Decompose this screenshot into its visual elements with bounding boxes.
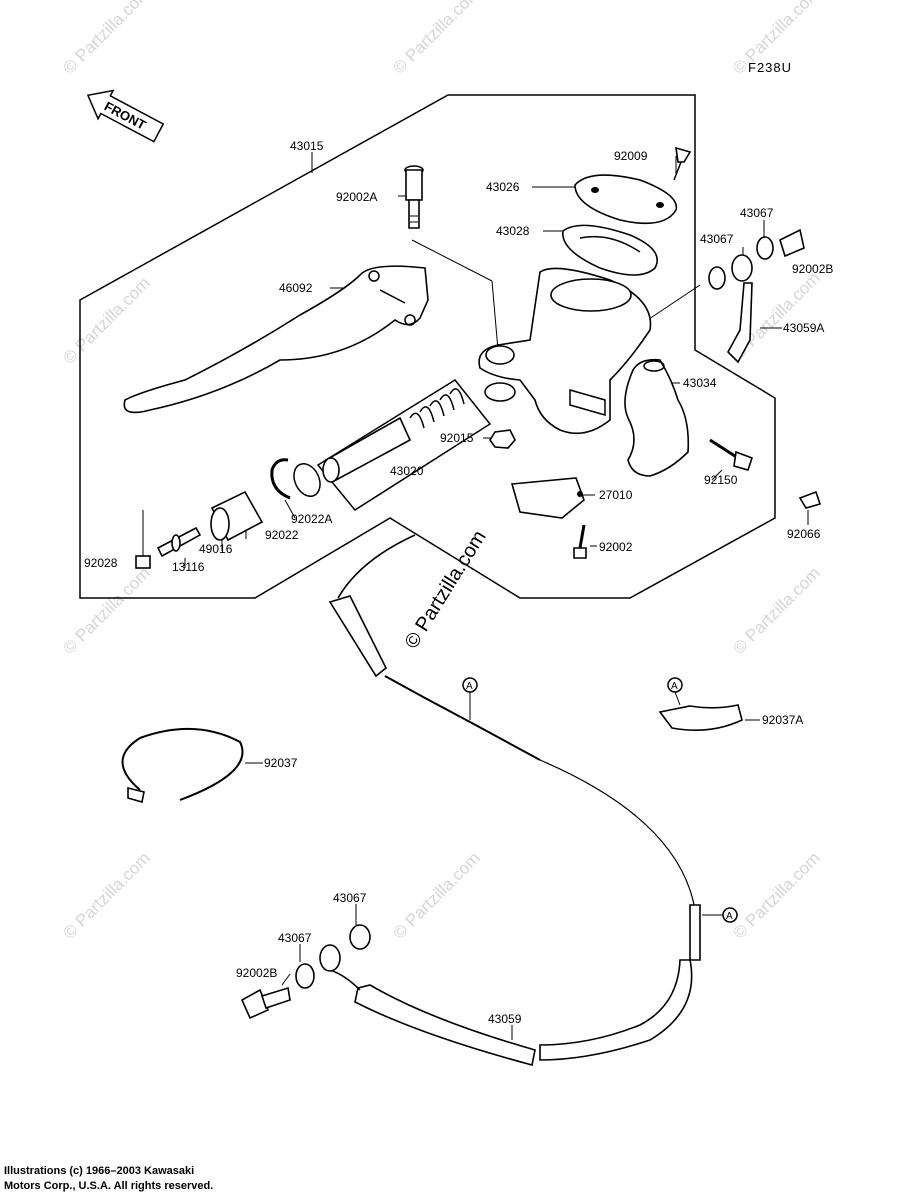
- label-92037A: 92037A: [762, 713, 803, 727]
- part-13116-push-rod: [156, 526, 202, 558]
- label-43034: 43034: [683, 376, 717, 390]
- front-direction-arrow: FRONT: [86, 89, 165, 143]
- label-46092: 46092: [279, 281, 313, 295]
- part-43026-reservoir-cap: [574, 174, 678, 225]
- part-clutch-cable: [328, 534, 701, 1066]
- part-labels: 43015 92009 43026 92002A 43028 43067 430…: [84, 139, 833, 1026]
- label-92037: 92037: [264, 756, 298, 770]
- label-92028: 92028: [84, 556, 118, 570]
- label-92022A: 92022A: [291, 512, 332, 526]
- callout-a: A: [671, 681, 678, 692]
- part-49016-dust-boot: [210, 490, 264, 542]
- part-92002A-pivot-bolt: [404, 165, 424, 229]
- watermark: © Partzilla.com: [389, 0, 483, 78]
- leader-lines: [142, 152, 809, 1040]
- part-92037-band: [121, 727, 244, 804]
- label-92009: 92009: [614, 149, 648, 163]
- part-46092-clutch-lever: [123, 265, 429, 414]
- copyright-notice: Illustrations (c) 1966–2003 Kawasaki Mot…: [4, 1165, 214, 1192]
- callout-a: A: [466, 681, 473, 692]
- callout-markers: A A A: [462, 677, 738, 923]
- part-92015-nut: [489, 429, 516, 449]
- center-watermark: © Partzilla.com: [401, 527, 491, 653]
- watermark: © Partzilla.com: [729, 563, 823, 657]
- label-92002A: 92002A: [336, 190, 377, 204]
- label-92015: 92015: [440, 431, 474, 445]
- watermark: © Partzilla.com: [729, 848, 823, 942]
- label-43067-bot2: 43067: [278, 931, 312, 945]
- part-43059A-hose-banjo: [708, 228, 805, 364]
- watermark: © Partzilla.com: [59, 273, 153, 367]
- label-92066: 92066: [787, 527, 821, 541]
- label-43026: 43026: [486, 180, 520, 194]
- part-43020-piston-kit: [316, 379, 492, 511]
- figure-code: F238U: [748, 60, 792, 75]
- label-27010: 27010: [599, 488, 633, 502]
- part-92009-screw: [673, 146, 692, 181]
- part-92066-cap: [798, 490, 822, 509]
- part-92028-cap: [135, 555, 151, 569]
- label-92002B-bot: 92002B: [236, 966, 277, 980]
- part-bottom-banjo-fittings: [240, 924, 371, 1020]
- label-92002: 92002: [599, 540, 633, 554]
- part-92002-screw: [573, 524, 587, 559]
- label-43059A: 43059A: [783, 321, 824, 335]
- watermark: © Partzilla.com: [389, 848, 483, 942]
- label-43067-top: 43067: [740, 206, 774, 220]
- part-43015-master-cylinder-body: [478, 267, 652, 435]
- watermarks: © Partzilla.com © Partzilla.com © Partzi…: [59, 0, 823, 943]
- label-92002B-top: 92002B: [792, 262, 833, 276]
- part-92037A-cable-clamp: [658, 704, 743, 732]
- watermark: © Partzilla.com: [59, 848, 153, 942]
- part-27010-clutch-switch: [510, 477, 585, 519]
- label-43015: 43015: [290, 139, 324, 153]
- part-92150-clamp-bolt: [709, 438, 754, 471]
- part-43028-diaphragm: [562, 224, 658, 276]
- assembly-outline-43015: [79, 94, 776, 599]
- watermark: © Partzilla.com: [59, 563, 153, 657]
- label-43020: 43020: [390, 464, 424, 478]
- label-92150: 92150: [704, 473, 738, 487]
- callout-a: A: [726, 911, 733, 922]
- label-92022: 92022: [265, 528, 299, 542]
- label-43059: 43059: [488, 1012, 522, 1026]
- part-92022-circlip: [270, 458, 291, 500]
- label-49016: 49016: [199, 542, 233, 556]
- label-43028: 43028: [496, 224, 530, 238]
- label-43067-mid: 43067: [700, 232, 734, 246]
- label-13116: 13116: [172, 560, 205, 574]
- label-43067-bot1: 43067: [333, 891, 367, 905]
- part-92022A-snap-ring: [293, 463, 321, 497]
- part-43034-handlebar-clamp: [624, 358, 690, 477]
- watermark: © Partzilla.com: [59, 0, 153, 78]
